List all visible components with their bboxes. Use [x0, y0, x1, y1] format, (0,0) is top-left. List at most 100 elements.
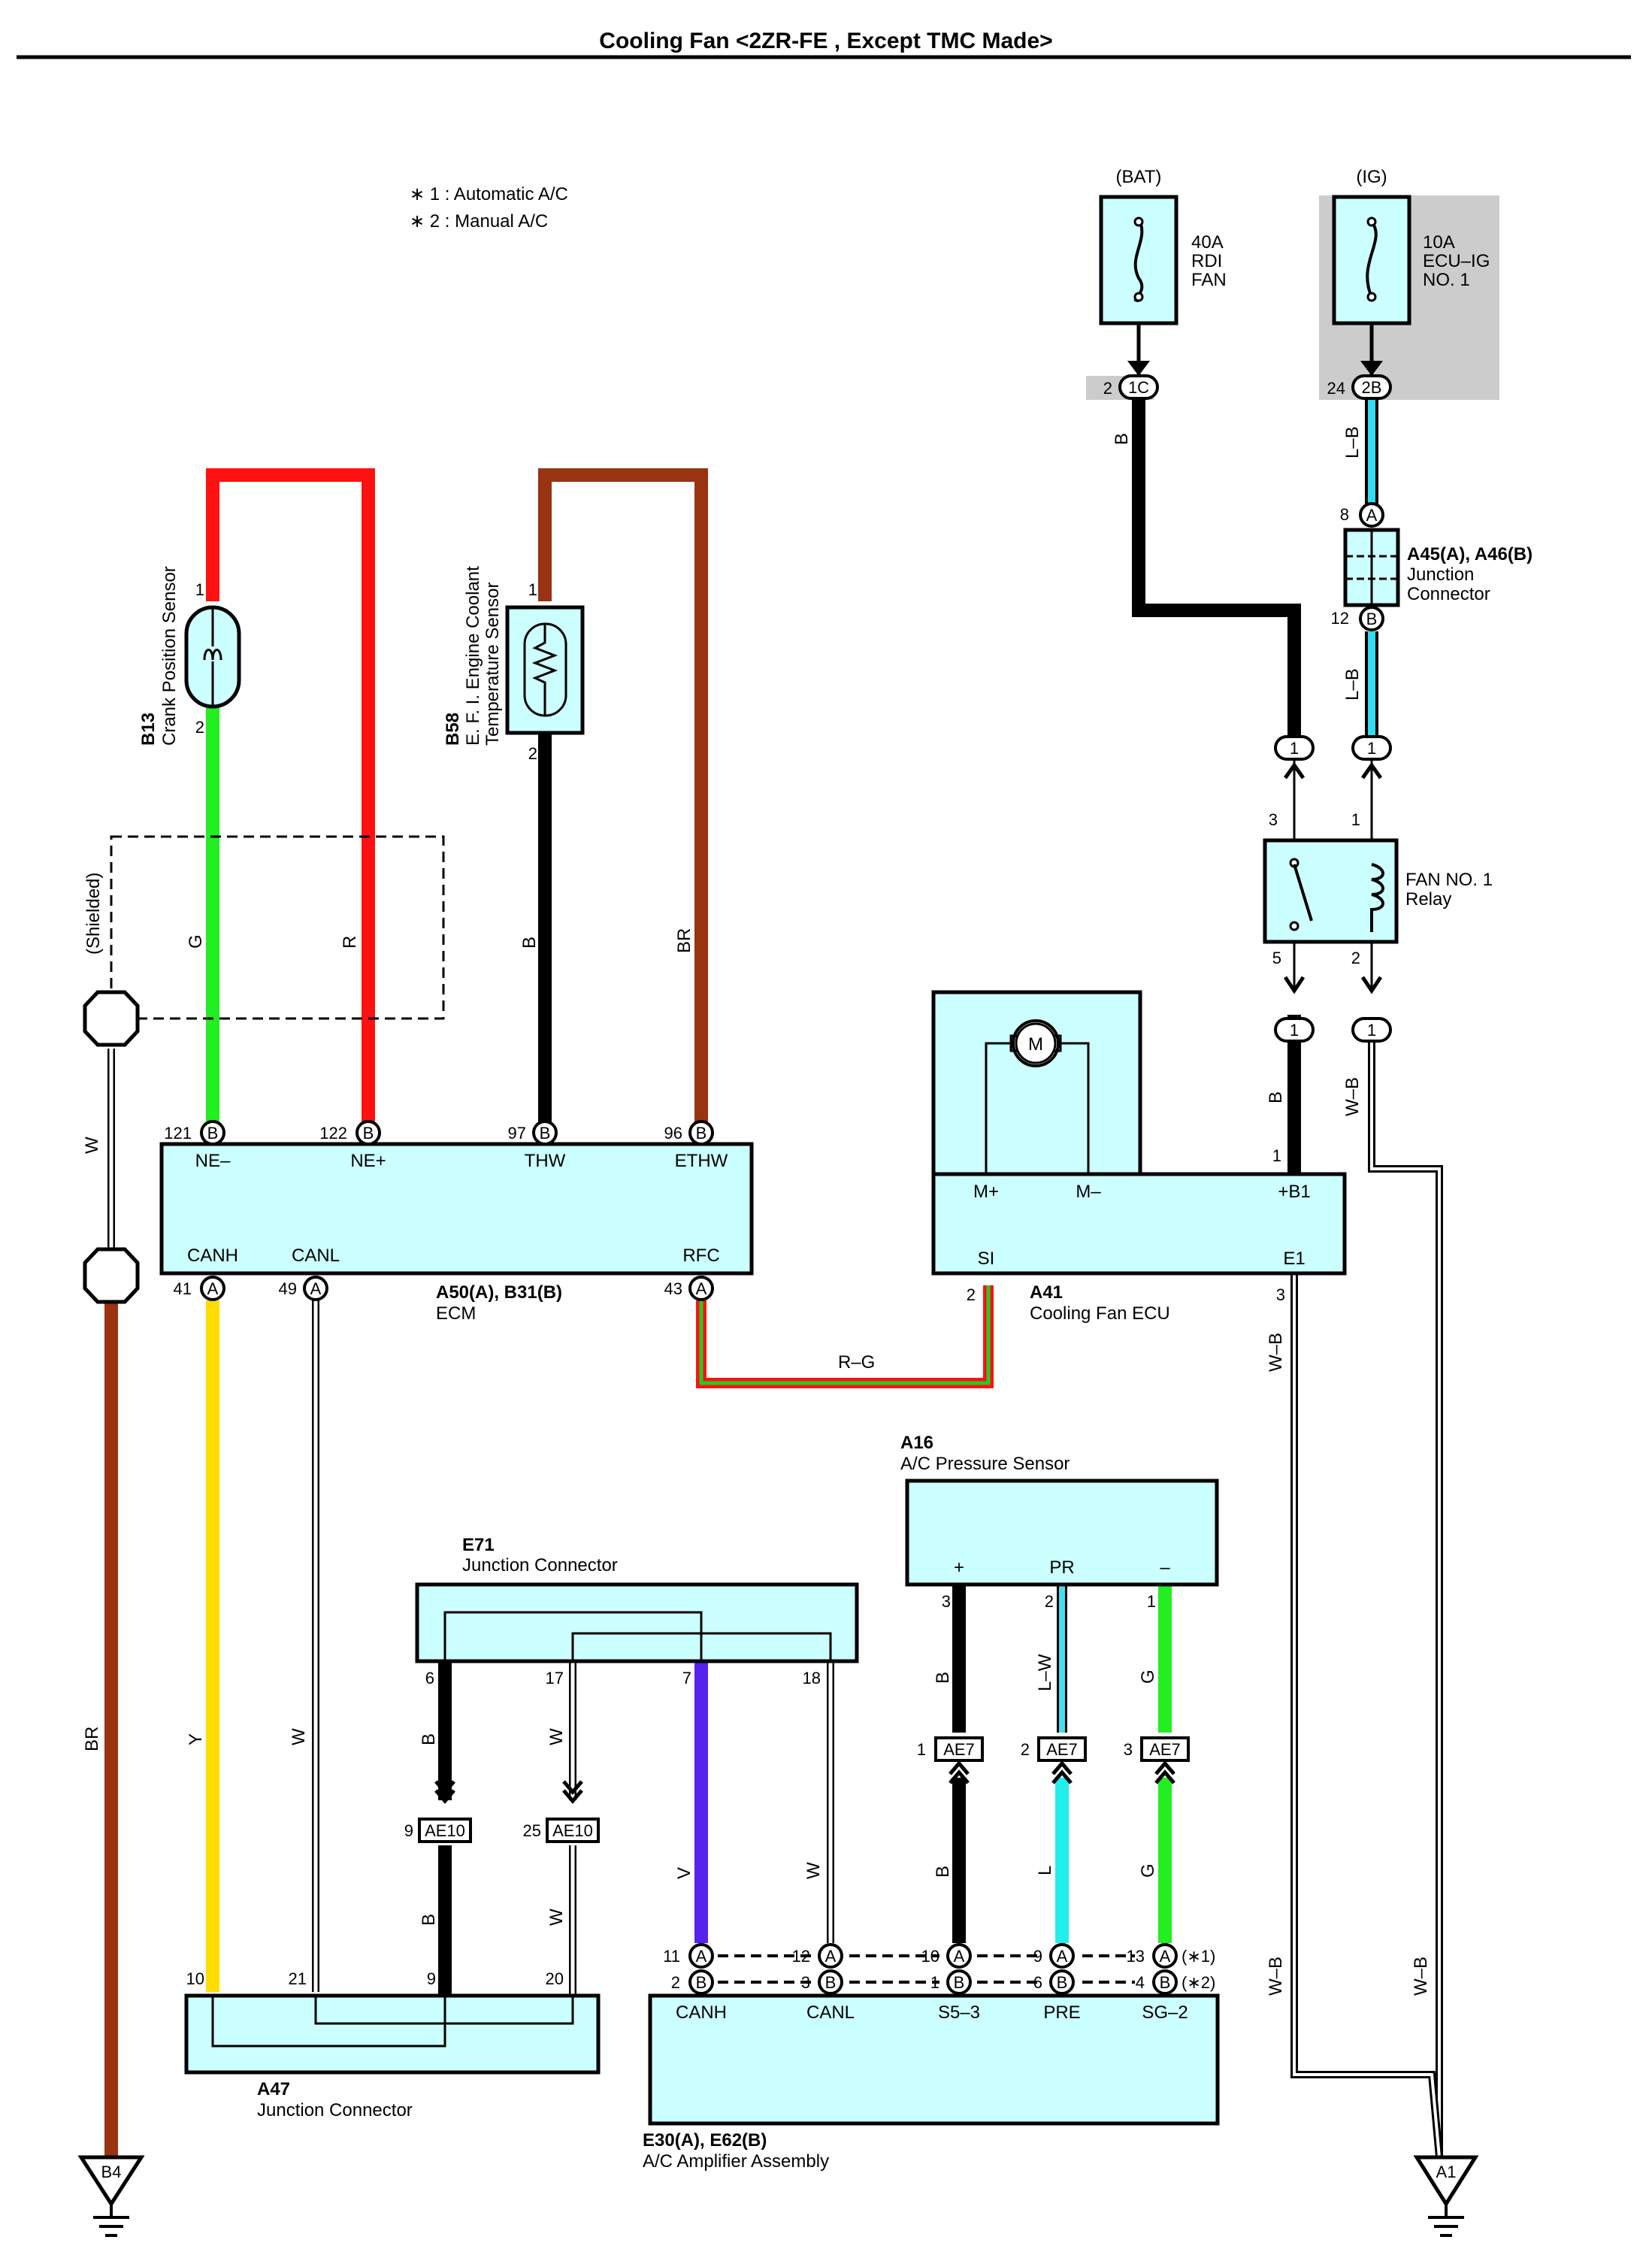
ecm-label-rfc: RFC [682, 1246, 719, 1266]
e71-pin-6: 6 [425, 1669, 434, 1687]
ig-label: (IG) [1356, 167, 1387, 187]
wire-label-wb-relay: W–B [1342, 1077, 1363, 1116]
relay-in-connector-left [1274, 735, 1315, 761]
amp-name: A/C Amplifier Assembly [643, 2151, 829, 2172]
relay-pin-1: 1 [1351, 810, 1360, 829]
ps-pin-3: 3 [942, 1592, 951, 1611]
wire-label-v-e71: V [674, 1867, 694, 1879]
wire-label-wb-right: W–B [1411, 1957, 1431, 1996]
ac-amplifier-box [648, 1993, 1220, 2126]
ground-a1: A1 [1413, 2155, 1479, 2237]
relay-in-connector-right-label: 1 [1367, 739, 1376, 758]
e71-pin-7: 7 [682, 1669, 691, 1687]
ps-pin-2: 2 [1045, 1592, 1054, 1611]
ecm-box [159, 1142, 754, 1276]
wire-label-l-pre: L [1035, 1866, 1055, 1875]
ecm-label-ne-minus: NE– [195, 1151, 231, 1171]
a47-pin-21: 21 [289, 1969, 307, 1988]
e71-name: Junction Connector [462, 1555, 618, 1575]
ae7-connector-1 [934, 1736, 984, 1762]
ig-connector [1351, 374, 1392, 400]
relay-pin-2: 2 [1351, 949, 1360, 967]
ground-a1-label: A1 [1436, 2163, 1457, 2181]
wire-label-r-crank: R [340, 936, 360, 949]
amp-note-2: (∗2) [1182, 1973, 1215, 1992]
amp-label-sg2: SG–2 [1142, 2002, 1188, 2023]
ps-label-minus: – [1160, 1557, 1170, 1578]
ecm-bottom-pins: CANH 41 A CANL 49 A RFC 43 A [174, 1246, 720, 1301]
ig-fuse-line3: NO. 1 [1423, 270, 1470, 290]
a45-name-line1: Junction [1407, 565, 1474, 585]
relay-name-line1: FAN NO. 1 [1405, 870, 1493, 890]
relay-out-connector-left-label: 1 [1290, 1021, 1299, 1040]
fan-ecu-label-b1: +B1 [1278, 1182, 1310, 1202]
ecm-pin-121-conn: B [207, 1124, 219, 1143]
ecm-top-pins: 121 B NE– 122 B NE+ 97 B THW 96 B ETHW [164, 1120, 728, 1171]
ig-fuse-box [1332, 195, 1411, 325]
relay-pin-5: 5 [1272, 949, 1281, 967]
amp-pin-b4-conn: B [1160, 1973, 1171, 1992]
ecm-pin-122: 122 [319, 1124, 347, 1143]
a47-junction-box [184, 1993, 601, 2075]
ae7-connectors: 1 AE7 2 AE7 3 AE7 [917, 1736, 1190, 1784]
ig-fuse-line1: 10A [1423, 232, 1455, 253]
wire-label-w-ae10: W [546, 1908, 567, 1926]
ae10-connector-9 [418, 1818, 472, 1843]
wire-label-b-pre: B [933, 1866, 953, 1878]
wire-label-g-pre: G [1138, 1863, 1158, 1878]
relay-switch-icon [1293, 864, 1313, 922]
amplifier-dashed-links [718, 1954, 1135, 1984]
ecm-pin-121: 121 [164, 1124, 192, 1143]
e71-pin-18: 18 [803, 1669, 821, 1687]
a47-pin-10: 10 [186, 1969, 204, 1988]
wire-label-y-canh: Y [186, 1733, 206, 1745]
wire-label-b-e71: B [419, 1733, 439, 1745]
amp-pin-b2-conn: B [696, 1973, 707, 1992]
bat-pin: 2 [1103, 379, 1112, 398]
ecm-id: A50(A), B31(B) [436, 1282, 562, 1303]
ecm-pin-122-conn: B [363, 1124, 374, 1143]
relay-out-connector-right-label: 1 [1367, 1021, 1376, 1040]
ecm-label-canh: CANH [187, 1246, 238, 1266]
ae7-pin-2: 2 [1021, 1740, 1030, 1759]
thermistor-icon [531, 624, 558, 716]
ecm-label-ne-plus: NE+ [350, 1151, 386, 1171]
fan-relay-box [1263, 838, 1399, 944]
amplifier-row-a: 11 A 12 A 10 A 9 A 13 A (∗1) [663, 1943, 1215, 1969]
fan-ecu-label-si: SI [978, 1249, 995, 1269]
ecm-label-canl: CANL [292, 1246, 340, 1266]
ground-b4-label: B4 [101, 2163, 122, 2181]
bat-connector [1118, 374, 1159, 400]
ig-fuse-line2: ECU–IG [1423, 251, 1490, 271]
amp-pin-a13: 13 [1127, 1947, 1145, 1966]
amp-id: E30(A), E62(B) [643, 2130, 767, 2151]
amp-pin-a13-conn: A [1160, 1947, 1171, 1966]
ae7-pin-1: 1 [917, 1740, 926, 1759]
ect-sensor-name-line1: E. F. I. Engine Coolant [463, 566, 483, 746]
pressure-sensor-box [905, 1479, 1219, 1587]
wire-label-g-crank: G [186, 934, 206, 949]
amp-pin-a10: 10 [921, 1947, 939, 1966]
a47-name: Junction Connector [257, 2100, 413, 2120]
e71-junction-box [415, 1582, 859, 1663]
ground-b4-icon [77, 2155, 145, 2208]
a47-pin-20: 20 [546, 1969, 564, 1988]
amp-pin-b3-conn: B [825, 1973, 837, 1992]
ae10-connector-25 [546, 1818, 600, 1843]
fan-ecu-pin-si: 2 [967, 1285, 976, 1304]
ecm-pin-41: 41 [174, 1279, 192, 1298]
amp-pin-a11-conn: A [696, 1947, 707, 1966]
wire-label-g-ps: G [1138, 1669, 1158, 1684]
wire-r-crank [206, 468, 375, 1131]
fan-ecu-pin-b1: 1 [1272, 1146, 1281, 1165]
bat-fuse-box [1099, 195, 1178, 325]
ecm-pin-43: 43 [664, 1279, 682, 1298]
ps-id: A16 [900, 1433, 933, 1453]
shielded-label: (Shielded) [83, 873, 104, 955]
wire-label-b-relay: B [1266, 1091, 1286, 1103]
relay-out-connector-left [1274, 1017, 1315, 1043]
ecm-pin-96-conn: B [696, 1124, 707, 1143]
fan-ecu-label-mplus: M+ [973, 1182, 999, 1202]
wire-label-wb-left: W–B [1266, 1957, 1286, 1996]
shield-junction-top [83, 990, 140, 1047]
